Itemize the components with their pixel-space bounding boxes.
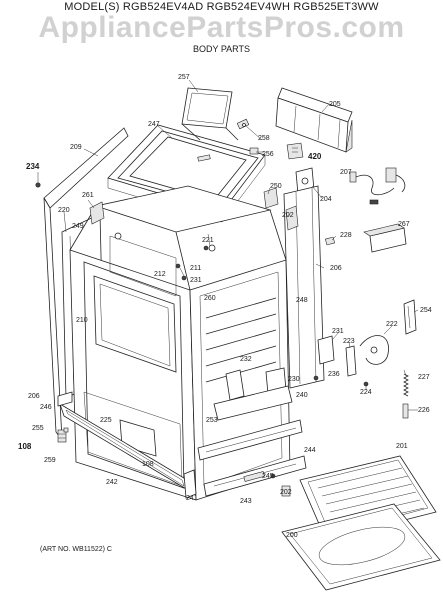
callout-244: 244 [304,447,316,454]
callout-209: 209 [70,144,82,151]
callout-230: 230 [288,376,300,383]
bracket-250 [263,187,279,209]
callout-258: 258 [258,135,270,142]
clip-258 [236,118,250,130]
leader-lines [37,79,419,411]
screw-234 [35,182,41,188]
bracket-254 [403,299,417,335]
part-224 [363,381,369,387]
screw-236 [313,375,319,381]
callout-108b: 108 [142,461,154,468]
callout-247: 247 [148,121,160,128]
bracket-204 [295,167,315,195]
clip-228 [324,236,336,246]
callout-259: 259 [44,457,56,464]
bracket-232 [225,369,245,401]
bracket-241 [183,469,197,499]
drawer-rail-253 [197,419,303,461]
fasteners-211-212 [175,245,209,281]
bracket-202 [285,205,299,231]
callout-210: 210 [76,317,88,324]
callout-211: 211 [190,265,201,272]
callout-250: 250 [270,183,282,190]
callout-255: 255 [32,425,44,432]
callout-232: 232 [240,356,252,363]
art-number: (ART NO. WB11522) C [40,546,112,553]
spring-227 [403,373,409,397]
callout-222: 222 [386,321,398,328]
callout-labels: 257 205 247 258 209 256 420 234 207 250 … [18,74,432,539]
callout-256: 256 [262,151,274,158]
pin-226 [402,403,409,419]
callout-241: 241 [186,495,198,502]
callout-267: 267 [398,221,410,228]
bracket-256 [249,147,259,155]
callout-200: 200 [286,532,298,539]
drawer-slide-240 [213,385,293,421]
callout-253: 253 [206,417,218,424]
screw-245 [270,473,276,479]
callout-212: 212 [154,271,166,278]
watermark: AppliancePartsPros.com [38,11,405,44]
callout-201: 201 [396,443,408,450]
callout-257: 257 [178,74,190,81]
lid-257 [181,87,239,141]
backguard-205 [275,87,353,153]
callout-227: 227 [418,374,430,381]
drawer-rail-243 [203,455,307,497]
bracket-231 [317,335,335,365]
callout-220: 220 [58,207,70,214]
callout-260: 260 [204,295,216,302]
callout-234: 234 [26,162,40,171]
callout-202b: 202 [280,489,292,496]
callout-206: 206 [330,265,342,272]
callout-202: 202 [282,212,294,219]
callout-248: 248 [296,297,308,304]
callout-207: 207 [340,169,352,176]
callout-108: 108 [18,442,32,451]
callout-242: 242 [106,479,118,486]
callout-254: 254 [420,307,432,314]
callout-249: 249 [72,223,84,230]
ignitor-module-420 [286,142,304,160]
callout-226: 226 [418,407,430,414]
callout-231b: 231 [332,328,344,335]
leveling-leg-108 [57,429,67,443]
callout-231: 231 [190,277,202,284]
callout-221: 221 [202,237,214,244]
power-cord-207 [349,167,406,205]
rail-246 [57,391,73,407]
diagram-subtitle: BODY PARTS [192,44,251,54]
callout-243: 243 [240,498,252,505]
callout-261: 261 [82,192,94,199]
callout-223: 223 [343,338,355,345]
callout-236: 236 [328,371,340,378]
callout-205: 205 [329,101,341,108]
diagram-title: MODEL(S) RGB524EV4AD RGB524EV4WH RGB525E… [64,1,379,13]
terminal-block-267 [363,223,407,253]
callout-420: 420 [308,152,322,161]
clip-255 [63,427,69,433]
callout-204: 204 [320,196,332,203]
callout-206b: 206 [28,393,40,400]
foot-202 [281,485,291,497]
range-cabinet-frame [69,185,291,501]
bracket-223 [345,345,357,377]
callout-228: 228 [340,232,352,239]
callout-245: 245 [262,473,274,480]
broiler-rack-200 [281,503,441,591]
callout-225: 225 [100,417,112,424]
callout-224: 224 [360,389,372,396]
callout-240: 240 [296,392,308,399]
hinge-222 [359,335,389,365]
callout-246: 246 [40,404,52,411]
